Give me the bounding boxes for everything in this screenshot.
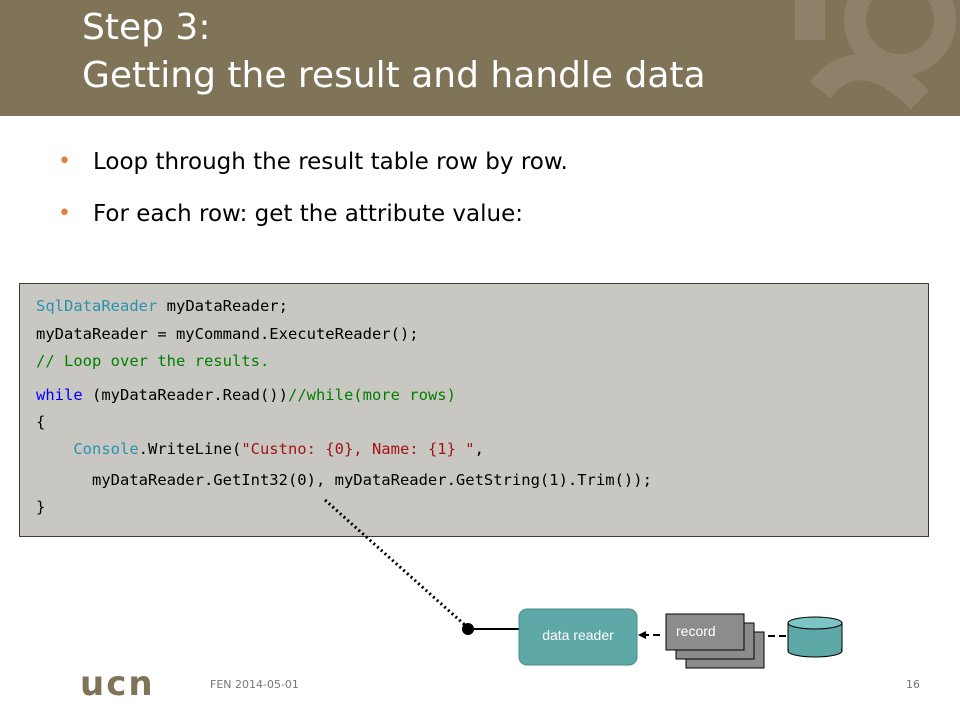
pointer-dot [462,623,474,635]
code-text: myDataReader = myCommand.ExecuteReader()… [36,325,419,343]
code-type: SqlDataReader [36,297,158,315]
code-comment: //while(more rows) [287,386,456,404]
record-label: record [676,623,716,639]
code-line-3: // Loop over the results. [36,351,269,371]
code-text: myDataReader; [157,297,288,315]
header-bar: Step 3: Getting the result and handle da… [0,0,960,116]
code-line-7: myDataReader.GetInt32(0), myDataReader.G… [36,470,652,490]
data-reader-label: data reader [542,627,614,643]
decorative-shapes [795,0,956,110]
code-line-1: SqlDataReader myDataReader; [36,296,288,316]
page-number: 16 [906,678,920,691]
bullet-text: Loop through the result table row by row… [93,149,568,175]
code-text: myDataReader.GetInt32(0), myDataReader.G… [36,471,652,489]
bullet-item: • For each row: get the attribute value: [58,192,568,244]
code-string: "Custno: {0}, Name: {1} " [241,440,475,458]
code-line-8: } [36,497,45,517]
ucn-logo: ucn [80,664,155,704]
code-line-2: myDataReader = myCommand.ExecuteReader()… [36,324,419,344]
code-text: , [474,440,484,458]
slide-title: Step 3: Getting the result and handle da… [82,4,706,100]
code-text: { [36,413,46,431]
slide-title-line1: Step 3: [82,7,211,48]
bullet-item: • Loop through the result table row by r… [58,140,568,192]
code-text: (myDataReader.Read()) [82,386,288,404]
code-line-4: while (myDataReader.Read())//while(more … [36,385,456,405]
code-line-5: { [36,412,45,432]
arrow-head-icon [638,631,646,639]
dotted-pointer-line [324,498,467,628]
slide-title-line2: Getting the result and handle data [82,55,706,96]
code-keyword: while [36,386,83,404]
record-box [665,613,745,651]
code-comment: // Loop over the results. [36,352,270,370]
database-icon [787,616,843,658]
data-reader-box [518,608,638,666]
code-text: .WriteLine( [138,440,242,458]
footer-date: FEN 2014-05-01 [210,678,299,691]
bullet-dot-icon: • [58,149,71,174]
code-line-6: Console.WriteLine("Custno: {0}, Name: {1… [36,439,484,459]
bullet-text: For each row: get the attribute value: [93,201,524,227]
bullet-dot-icon: • [58,201,71,226]
bullet-list: • Loop through the result table row by r… [58,140,568,244]
code-text: } [36,498,46,516]
code-block: SqlDataReader myDataReader; myDataReader… [19,283,929,537]
code-type: Console [73,440,139,458]
